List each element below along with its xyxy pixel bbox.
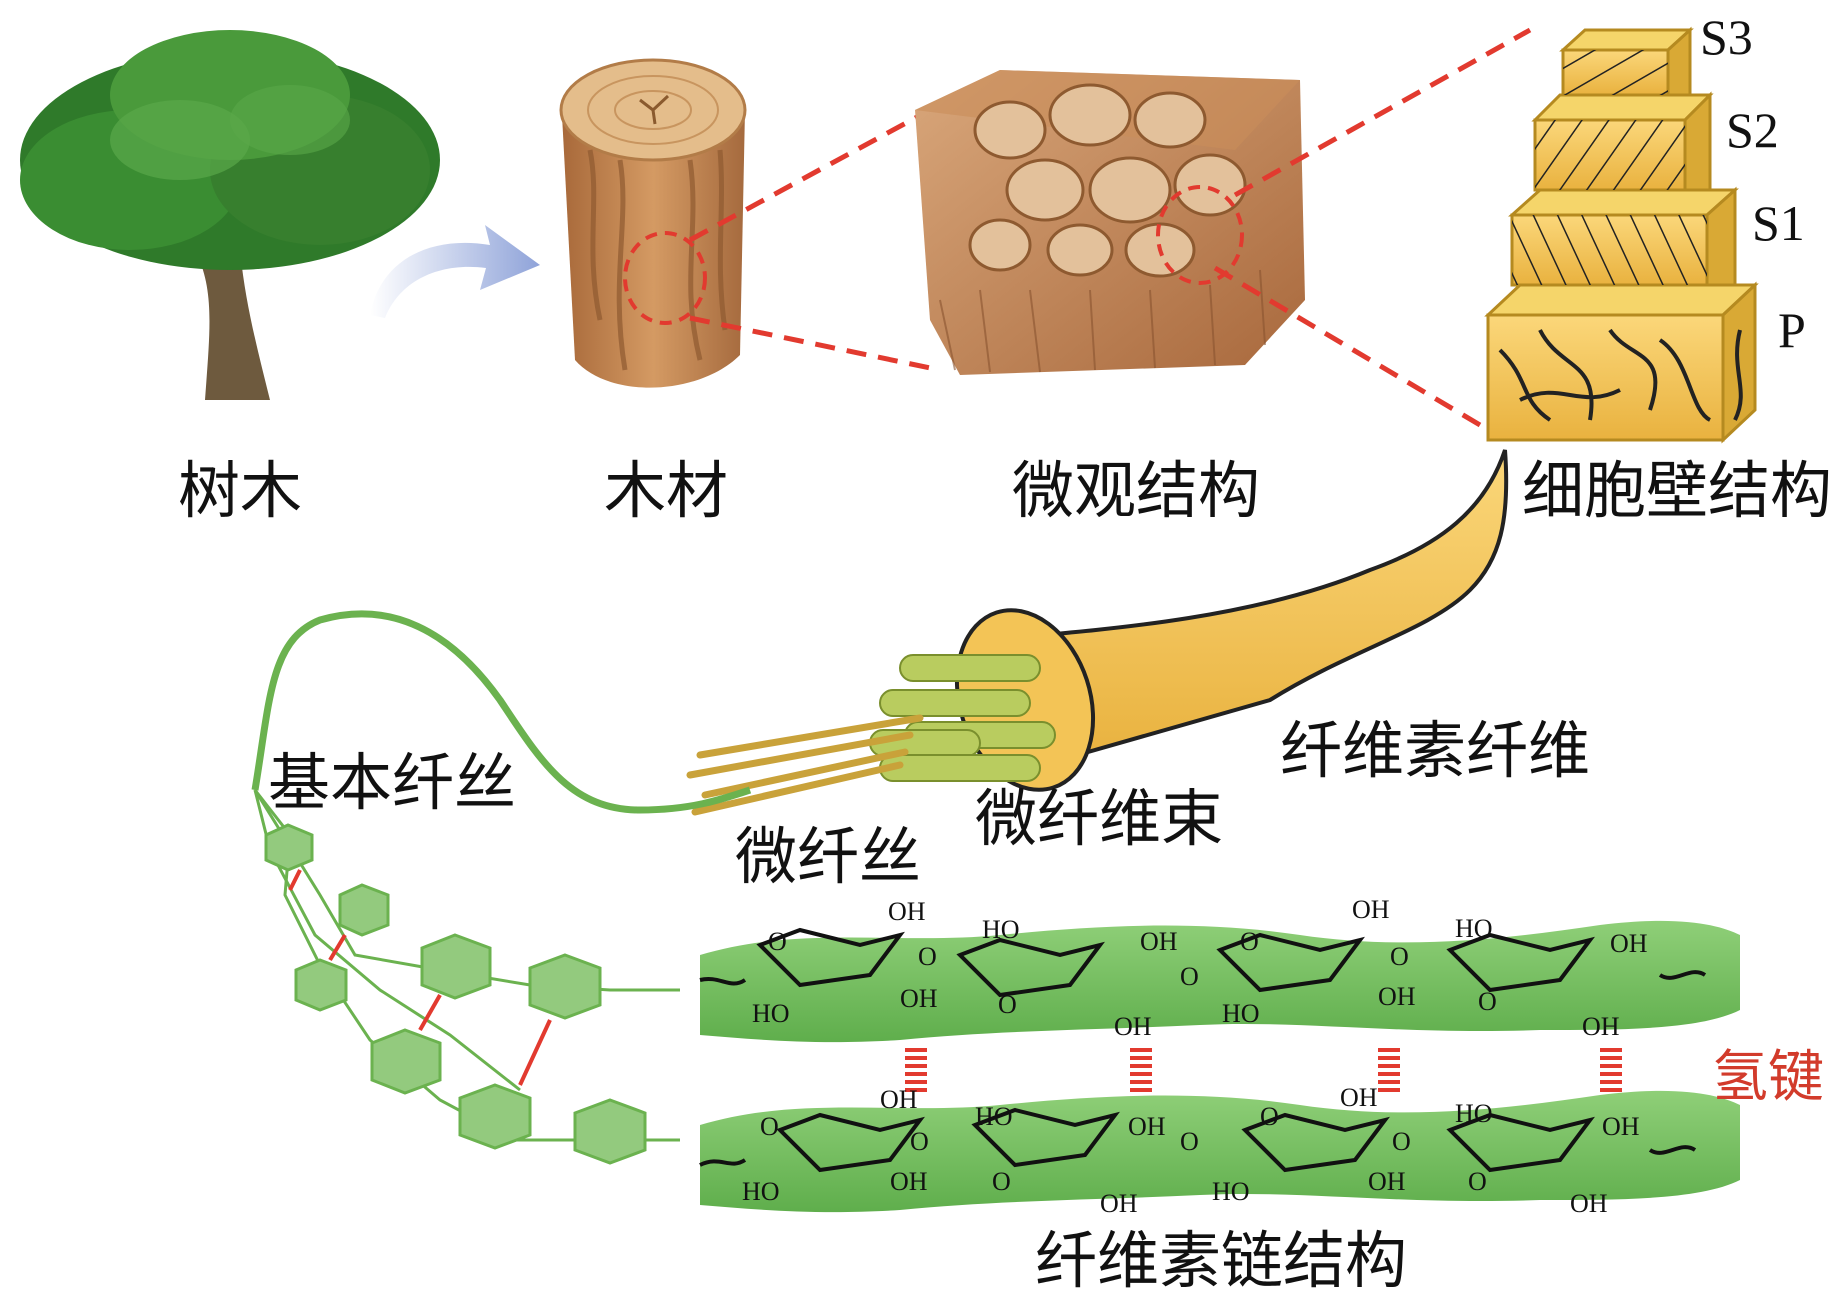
arrow-icon: [370, 225, 540, 318]
chem-oh: OH: [1378, 982, 1416, 1011]
chem-o: O: [918, 942, 937, 971]
elementary-fibril-curve: [251, 610, 752, 814]
microstructure-illustration: [915, 70, 1305, 375]
zoom-line-lower-2: [1213, 265, 1482, 428]
chem-oh: OH: [1582, 1012, 1620, 1041]
layer-s3: S3: [1700, 9, 1753, 65]
layer-s2: S2: [1726, 102, 1779, 158]
chem-o: O: [1468, 1167, 1487, 1196]
tree-illustration: [20, 30, 440, 400]
hexagon-chains: [253, 789, 680, 1165]
layer-s1: S1: [1752, 195, 1805, 251]
chem-o: O: [998, 990, 1017, 1019]
chem-o: O: [768, 927, 787, 956]
hydrogen-bond-lines-left: [288, 869, 552, 1086]
glucose-rings-lower: [699, 1107, 1697, 1173]
chem-oh: OH: [1340, 1083, 1378, 1112]
cellulose-chain-ribbon-upper: [700, 920, 1740, 1043]
chem-ho: HO: [742, 1177, 780, 1206]
chem-oh: OH: [1602, 1112, 1640, 1141]
chem-o: O: [1180, 962, 1199, 991]
chem-o: O: [1180, 1127, 1199, 1156]
chem-o: O: [910, 1127, 929, 1156]
chem-oh: OH: [1570, 1189, 1608, 1218]
chem-oh: OH: [1140, 927, 1178, 956]
cellulose-chain-ribbon-lower: [700, 1090, 1740, 1213]
zoom-line-upper: [688, 107, 932, 243]
chem-labels-upper: OH HO OH OH HO OH HO OH OH HO OH OH O O …: [752, 895, 1648, 1041]
label-cellulose-fiber: 纤维素纤维: [1280, 714, 1591, 787]
chem-oh: OH: [1128, 1112, 1166, 1141]
label-cell-wall: 细胞壁结构: [1522, 454, 1833, 527]
chem-ho: HO: [1455, 1099, 1493, 1128]
chem-labels-lower: OH HO OH OH HO OH HO OH OH HO OH OH O O …: [742, 1083, 1640, 1218]
chem-oh: OH: [888, 897, 926, 926]
chem-oh: OH: [890, 1167, 928, 1196]
chem-ho: HO: [752, 999, 790, 1028]
chem-ho: HO: [1212, 1177, 1250, 1206]
zoom-line-upper-2: [1233, 27, 1532, 198]
chem-o: O: [1260, 1102, 1279, 1131]
label-microstructure: 微观结构: [1012, 454, 1261, 527]
label-wood: 木材: [604, 454, 729, 527]
label-cellulose-chain: 纤维素链结构: [1035, 1224, 1408, 1297]
cellulose-fiber-illustration: [686, 449, 1509, 816]
label-elementary-fibril: 基本纤丝: [268, 746, 517, 819]
chem-oh: OH: [1100, 1189, 1138, 1218]
zoom-line-lower: [689, 315, 941, 373]
chem-o: O: [1392, 1127, 1411, 1156]
chem-oh: OH: [1368, 1167, 1406, 1196]
cell-wall-illustration: [1484, 26, 1759, 444]
label-hydrogen-bond: 氢键: [1712, 1045, 1824, 1110]
chem-oh: OH: [1352, 895, 1390, 924]
chem-ho: HO: [975, 1102, 1013, 1131]
chem-o: O: [992, 1167, 1011, 1196]
chem-oh: OH: [1610, 929, 1648, 958]
chem-o: O: [1478, 987, 1497, 1016]
chem-o: O: [1240, 927, 1259, 956]
glucose-rings-upper: [699, 927, 1707, 998]
layer-p: P: [1778, 302, 1806, 358]
chem-oh: OH: [1114, 1012, 1152, 1041]
chem-ho: HO: [1222, 999, 1260, 1028]
label-tree: 树木: [178, 454, 303, 527]
hydrogen-bond-dashes: [905, 1048, 1622, 1092]
label-microfibril-bundle: 微纤维束: [975, 782, 1224, 855]
chem-oh: OH: [900, 984, 938, 1013]
wood-log-illustration: [559, 58, 747, 388]
chem-o: O: [760, 1112, 779, 1141]
label-microfibril: 微纤丝: [735, 820, 922, 893]
chem-oh: OH: [880, 1085, 918, 1114]
chem-o: O: [1390, 942, 1409, 971]
chem-ho: HO: [982, 915, 1020, 944]
chem-ho: HO: [1455, 914, 1493, 943]
